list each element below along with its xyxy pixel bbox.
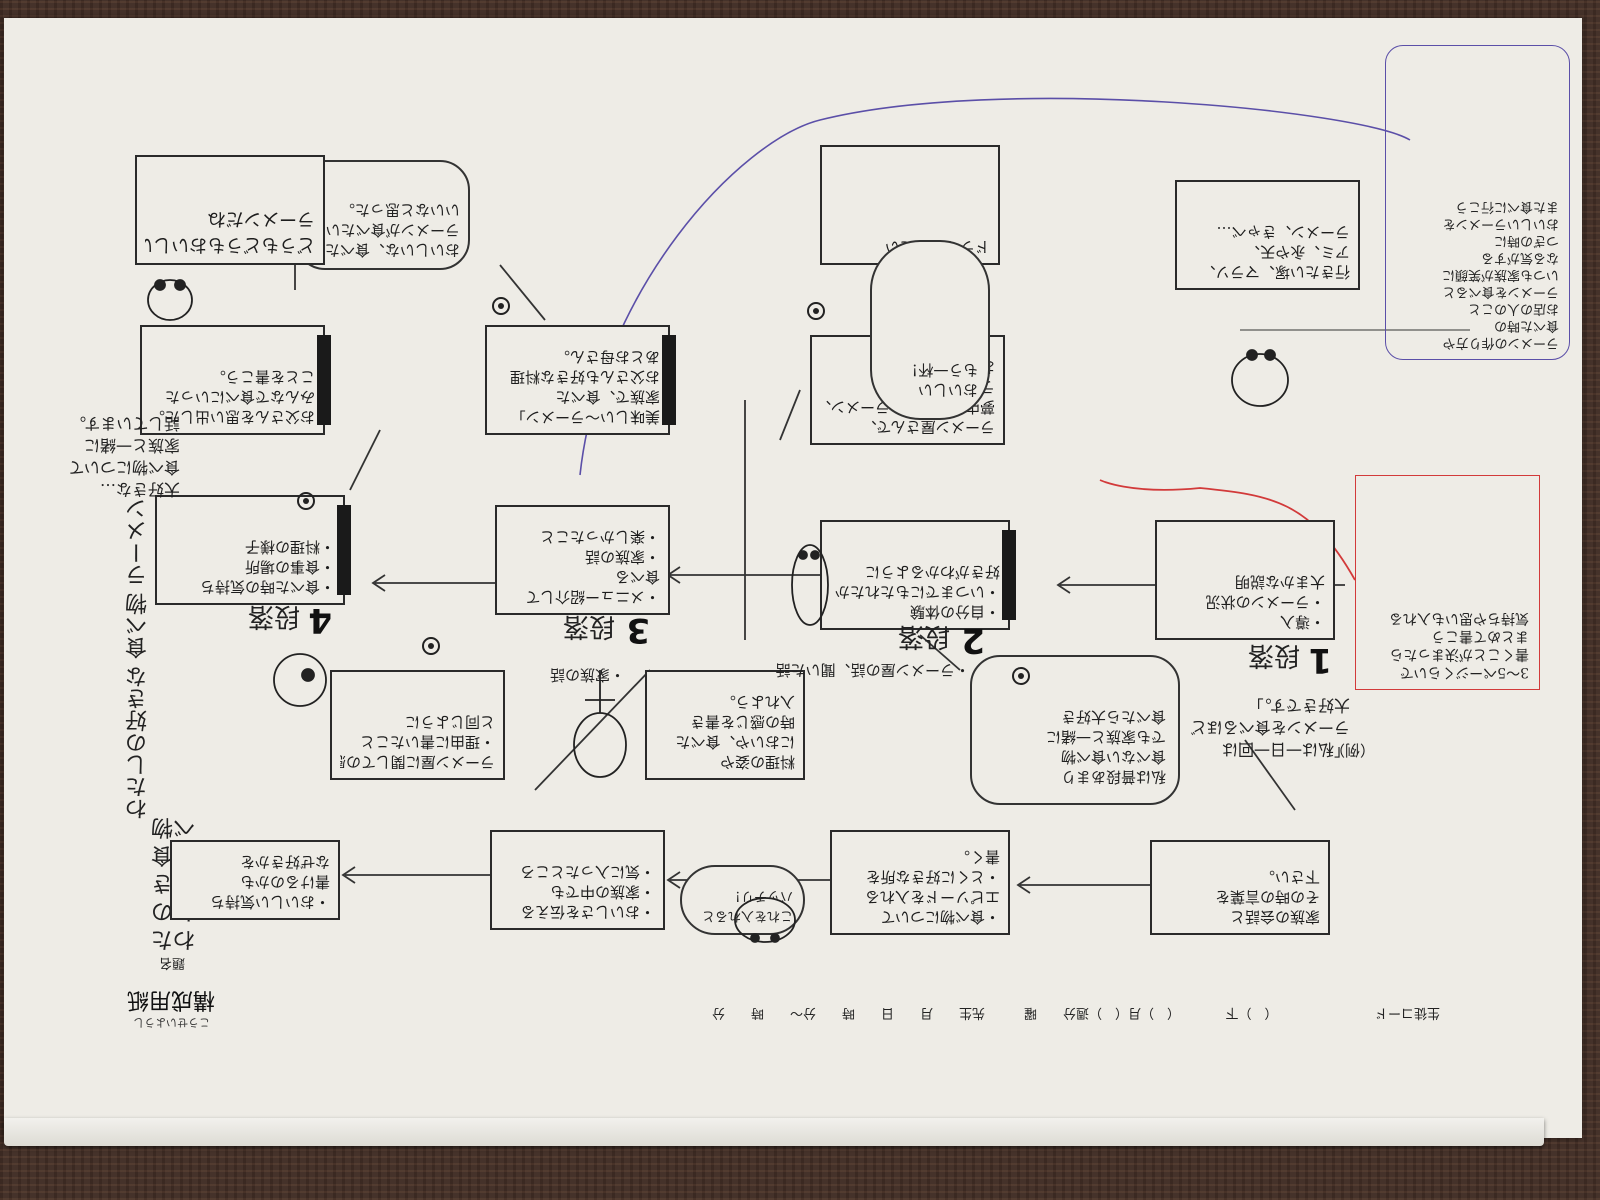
- line-s3-under: [534, 669, 651, 791]
- line-s2-under: [919, 634, 961, 671]
- creature-doodle-1: [1231, 349, 1289, 407]
- paper-curled-edge: [4, 1118, 1544, 1146]
- bullet-target-icon: [297, 492, 315, 510]
- line-s4-top: [349, 429, 381, 491]
- creature-doodle-5: [734, 897, 796, 943]
- line-s2-top: [779, 389, 801, 441]
- purple-annotation-line: [579, 97, 1411, 476]
- arrowhead: [666, 871, 681, 889]
- bullet-target-icon: [422, 637, 440, 655]
- line-cloud-s4: [499, 264, 546, 321]
- bullet-target-icon: [492, 297, 510, 315]
- arrowhead: [1016, 876, 1031, 894]
- bullet-target-icon: [1012, 667, 1030, 685]
- arrowhead: [341, 866, 356, 884]
- creature-doodle-3: [573, 670, 627, 778]
- line-s1-cloud: [1244, 739, 1296, 811]
- creature-doodle-4: [273, 653, 327, 707]
- arrowhead: [1056, 576, 1071, 594]
- arrowhead: [371, 574, 386, 592]
- bullet-target-icon: [807, 302, 825, 320]
- creature-doodle-6: [147, 279, 193, 321]
- creature-doodle-2: [791, 544, 829, 626]
